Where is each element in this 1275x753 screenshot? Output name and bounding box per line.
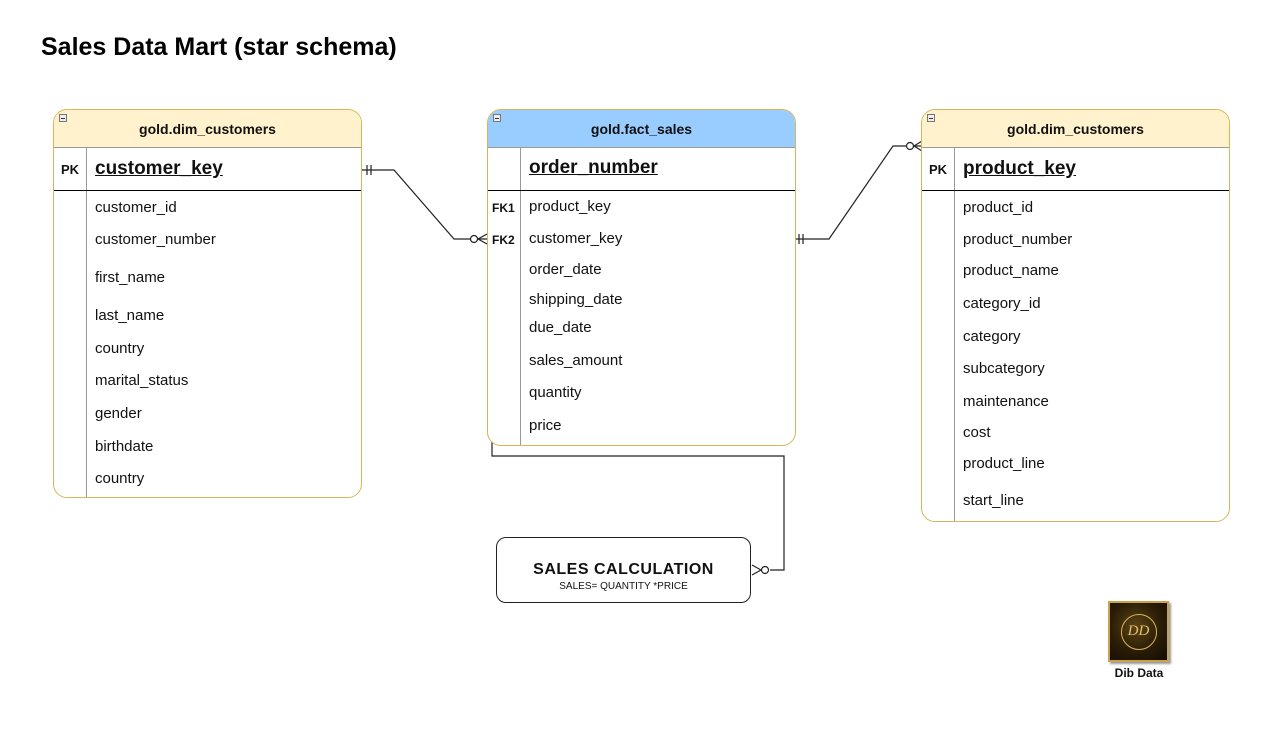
field-sales-amount: sales_amount — [529, 352, 623, 369]
collapse-icon[interactable] — [493, 114, 501, 122]
dim-customers-table[interactable]: gold.dim_customers PK customer_key custo… — [53, 109, 362, 498]
field-first-name: first_name — [95, 269, 166, 286]
sales-calculation-box[interactable]: SALES CALCULATION SALES= QUANTITY *PRICE — [496, 537, 751, 603]
dim-products-pk-row: PK product_key — [922, 148, 1229, 191]
pk-label-empty — [488, 148, 521, 190]
connector-customers-to-fact — [362, 165, 488, 245]
field-birthdate: birthdate — [95, 438, 154, 455]
logo-label: Dib Data — [1114, 666, 1164, 680]
pk-field-customer-key: customer_key — [95, 158, 223, 179]
field-shipping-date: shipping_date — [529, 291, 623, 308]
field-price: price — [529, 417, 562, 434]
connector-fact-to-products — [796, 140, 923, 244]
field-category: category — [963, 328, 1021, 345]
diagram-title: Sales Data Mart (star schema) — [41, 33, 397, 61]
dim-customers-pk-row: PK customer_key — [54, 148, 361, 191]
collapse-icon[interactable] — [59, 114, 67, 122]
dim-customers-name: gold.dim_customers — [139, 120, 276, 137]
dim-products-table[interactable]: gold.dim_customers PK product_key produc… — [921, 109, 1230, 522]
calculation-title: SALES CALCULATION — [533, 561, 714, 578]
dim-products-header[interactable]: gold.dim_customers — [922, 110, 1229, 148]
fk1-label: FK1 — [492, 201, 515, 215]
field-customer-key: customer_key — [529, 230, 623, 247]
pk-label: PK — [922, 148, 955, 190]
fk2-label: FK2 — [492, 233, 515, 247]
fact-sales-table[interactable]: gold.fact_sales order_number FK1 FK2 pro… — [487, 109, 796, 446]
field-product-id: product_id — [963, 199, 1034, 216]
calculation-formula: SALES= QUANTITY *PRICE — [559, 581, 688, 592]
dim-customers-header[interactable]: gold.dim_customers — [54, 110, 361, 148]
dim-products-attributes: product_id product_number product_name c… — [922, 191, 1229, 521]
logo-monogram: DD — [1120, 613, 1157, 650]
field-marital-status: marital_status — [95, 372, 189, 389]
field-category-id: category_id — [963, 295, 1041, 312]
field-quantity: quantity — [529, 384, 582, 401]
field-gender: gender — [95, 405, 142, 422]
field-product-line: product_line — [963, 455, 1045, 472]
field-cost: cost — [963, 424, 991, 441]
field-start-line: start_line — [963, 492, 1024, 509]
field-country: country — [95, 340, 145, 357]
dim-customers-attributes: customer_id customer_number first_name l… — [54, 191, 361, 497]
pk-field-order-number: order_number — [529, 157, 658, 178]
fact-sales-name: gold.fact_sales — [590, 120, 693, 137]
pk-label: PK — [54, 148, 87, 190]
fact-sales-pk-row: order_number — [488, 148, 795, 191]
field-order-date: order_date — [529, 261, 602, 278]
field-country-2: country — [95, 470, 145, 487]
field-customer-number: customer_number — [95, 231, 216, 248]
dib-data-logo: DD — [1108, 601, 1169, 662]
collapse-icon[interactable] — [927, 114, 935, 122]
fact-sales-attributes: FK1 FK2 product_key customer_key order_d… — [488, 191, 795, 445]
field-maintenance: maintenance — [963, 393, 1049, 410]
field-last-name: last_name — [95, 307, 165, 324]
field-subcategory: subcategory — [963, 360, 1045, 377]
field-due-date: due_date — [529, 319, 592, 336]
dim-products-name: gold.dim_customers — [1007, 120, 1144, 137]
field-product-name: product_name — [963, 262, 1059, 279]
field-product-number: product_number — [963, 231, 1073, 248]
field-customer-id: customer_id — [95, 199, 177, 216]
fact-sales-header[interactable]: gold.fact_sales — [488, 110, 795, 148]
pk-field-product-key: product_key — [963, 158, 1076, 179]
field-product-key: product_key — [529, 198, 611, 215]
